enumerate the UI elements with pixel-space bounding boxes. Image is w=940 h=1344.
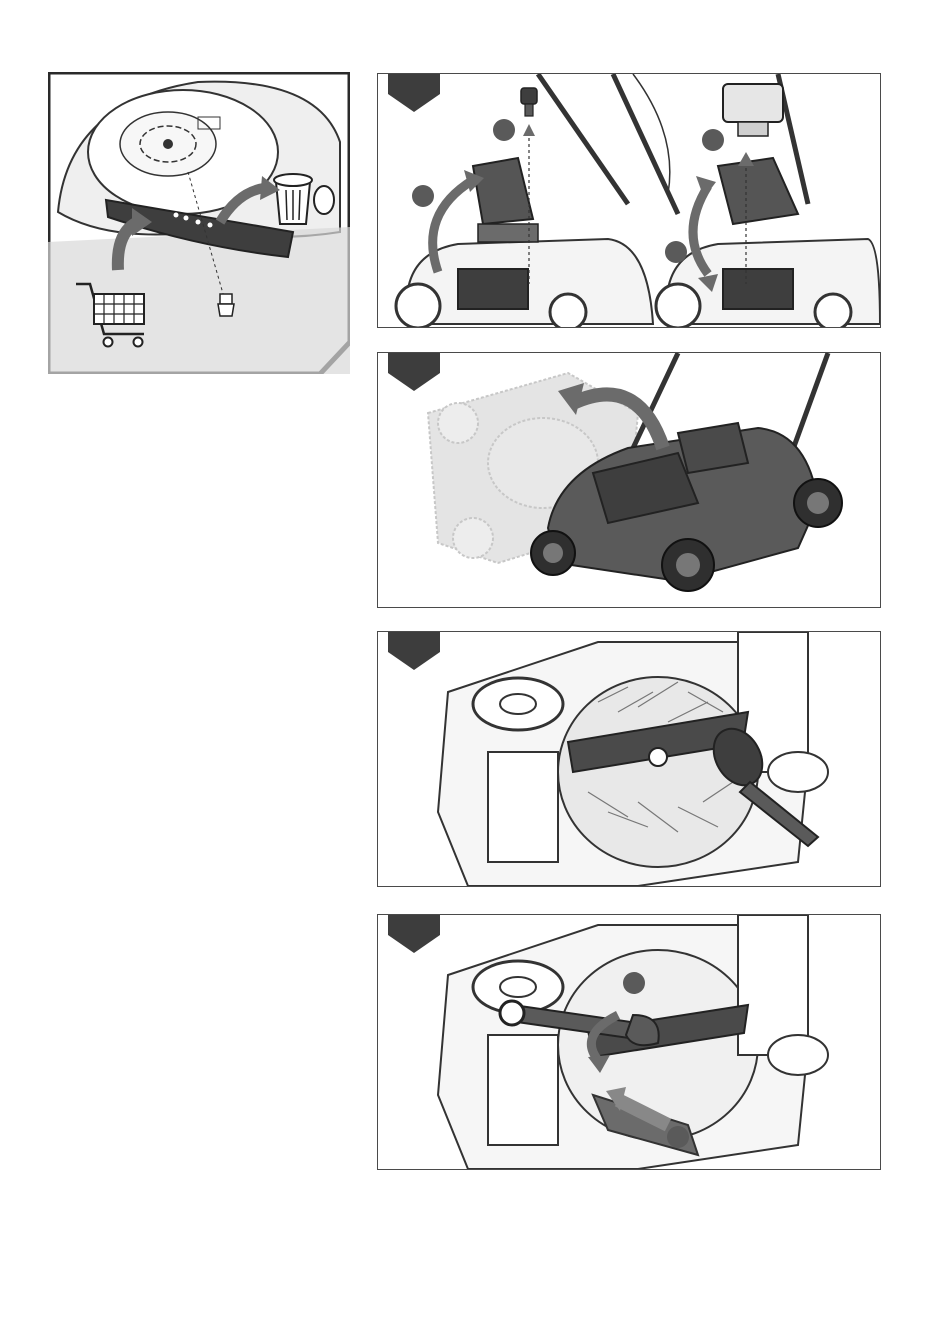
replace-blade-illustration <box>378 915 880 1169</box>
blade-disposal-illustration <box>48 72 350 374</box>
step-tab <box>388 74 440 112</box>
step-bubble <box>665 241 687 263</box>
clean-underside-illustration <box>378 632 880 886</box>
blade-disposal-inset <box>48 72 350 374</box>
bolt-icon <box>218 294 234 316</box>
battery-icon <box>723 84 783 136</box>
step-bubble <box>493 119 515 141</box>
step-tab <box>388 915 440 953</box>
step-bubble <box>667 1126 689 1148</box>
step-2-panel <box>377 352 881 608</box>
step-3-panel <box>377 631 881 887</box>
key-icon <box>521 88 537 116</box>
step-1-panel <box>377 73 881 328</box>
remove-key-battery-illustration <box>378 74 880 327</box>
step-4-panel <box>377 914 881 1170</box>
step-bubble <box>702 129 724 151</box>
step-tab <box>388 632 440 670</box>
step-bubble <box>623 972 645 994</box>
step-tab <box>388 353 440 391</box>
step-bubble <box>412 185 434 207</box>
tilt-mower-illustration <box>378 353 880 607</box>
